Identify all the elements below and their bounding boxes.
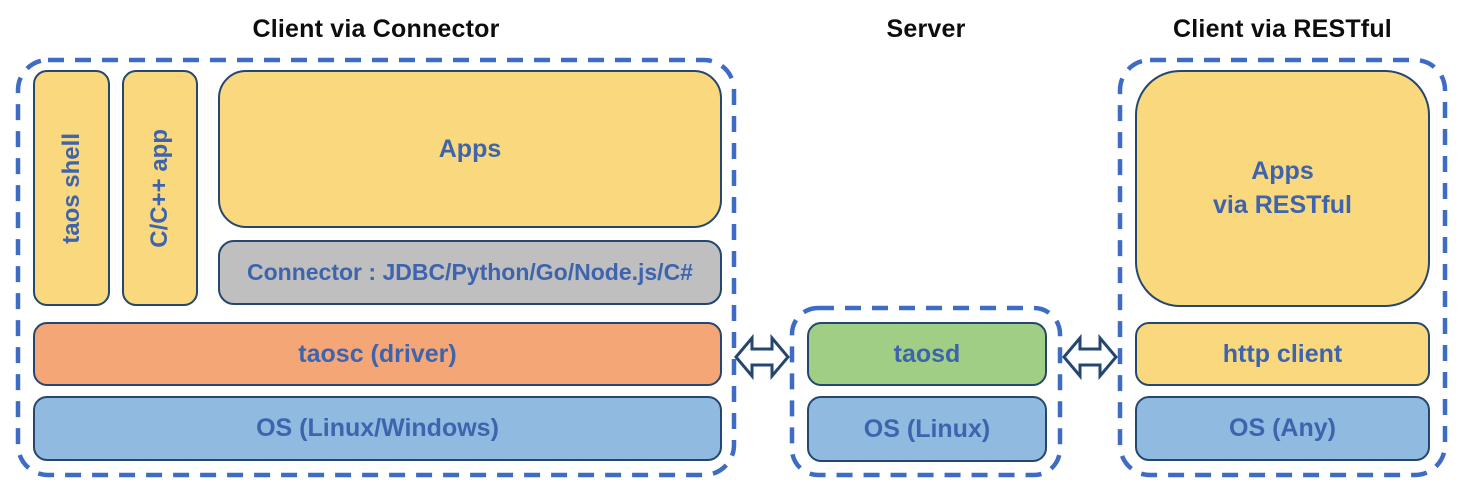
- box-taos-shell-label: taos shell: [57, 132, 85, 244]
- box-connector: Connector : JDBC/Python/Go/Node.js/C#: [218, 240, 722, 305]
- section-title-client-via-connector: Client via Connector: [252, 15, 500, 43]
- server-group-border: [789, 305, 1063, 478]
- box-os-linux-label: OS (Linux): [863, 414, 991, 443]
- box-apps: Apps: [218, 70, 722, 228]
- box-apps-via-restful-label: Apps via RESTful: [1213, 155, 1352, 223]
- box-taosc-driver-label: taosc (driver): [298, 339, 457, 368]
- box-http-client: http client: [1135, 322, 1430, 386]
- box-apps-label: Apps: [438, 134, 502, 163]
- double-headed-arrow-icon-left-link: [734, 334, 790, 380]
- section-title-server: Server: [886, 15, 966, 43]
- box-http-client-label: http client: [1222, 339, 1343, 368]
- section-title-client-via-restful: Client via RESTful: [1173, 15, 1392, 43]
- box-os-any-label: OS (Any): [1229, 414, 1336, 442]
- double-headed-arrow-icon-right-link: [1062, 334, 1118, 380]
- client-connector-group-border: [15, 57, 737, 478]
- client-restful-group-border: [1117, 57, 1448, 478]
- box-cpp-app-label: C/C++ app: [146, 128, 173, 248]
- box-taos-shell: taos shell: [33, 70, 110, 306]
- box-os-any: OS (Any): [1135, 396, 1430, 461]
- box-apps-via-restful: Apps via RESTful: [1135, 70, 1430, 307]
- box-taosc-driver: taosc (driver): [33, 322, 722, 386]
- box-connector-label: Connector : JDBC/Python/Go/Node.js/C#: [247, 259, 693, 285]
- box-os-linux-windows-label: OS (Linux/Windows): [256, 414, 499, 442]
- box-apps-via-restful-line1: Apps: [1251, 156, 1314, 185]
- box-os-linux: OS (Linux): [807, 396, 1047, 462]
- box-apps-via-restful-line2: via RESTful: [1213, 190, 1352, 219]
- box-taosd: taosd: [807, 322, 1047, 386]
- box-os-linux-windows: OS (Linux/Windows): [33, 396, 722, 461]
- box-taosd-label: taosd: [893, 339, 961, 368]
- box-cpp-app: C/C++ app: [122, 70, 198, 306]
